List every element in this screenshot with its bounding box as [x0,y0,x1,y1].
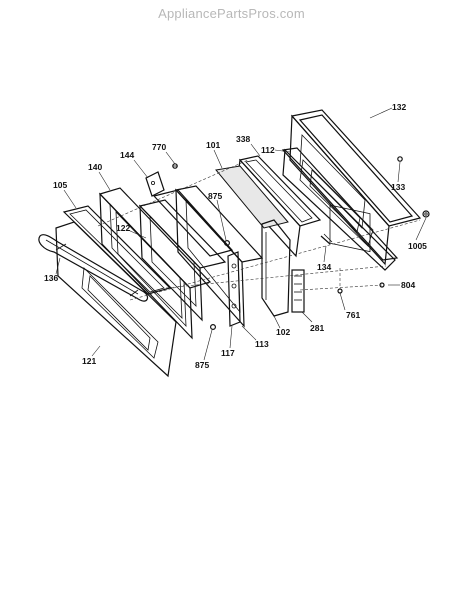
part-281-hinge [291,269,305,313]
callout-105: 105 [53,180,67,190]
part-121-outer-door-panel [55,221,177,378]
callout-875-bottom: 875 [195,360,209,370]
part-140-door-frame [98,187,212,340]
part-132-door-liner [289,109,422,266]
callout-338: 338 [236,134,250,144]
callout-144: 144 [120,150,134,160]
callout-770: 770 [152,142,166,152]
part-112-inner-door [281,147,399,271]
callout-132: 132 [392,102,406,112]
callout-122: 122 [116,223,130,233]
callout-113: 113 [255,339,269,349]
callout-112: 112 [261,145,275,155]
part-134-spring [320,233,333,245]
part-1005-fastener [422,210,430,218]
leader-lines [55,107,427,361]
watermark: AppliancePartsPros.com [158,6,305,21]
callout-133: 133 [391,182,405,192]
callout-102: 102 [276,327,290,337]
callout-134: 134 [317,262,331,272]
assembly-lines [97,159,421,301]
part-144-bracket [145,171,165,197]
part-133-clip [397,156,403,162]
part-761-screw [337,288,343,294]
callout-804: 804 [401,280,415,290]
part-875-screw-b [210,324,217,331]
callout-140: 140 [88,162,102,172]
part-117-hinge-channel [227,251,241,327]
part-136-door-handle [38,234,149,302]
callout-136: 136 [44,273,58,283]
callout-121: 121 [82,356,96,366]
callout-117: 117 [221,348,235,358]
part-770-screw [172,163,178,169]
callout-101: 101 [206,140,220,150]
part-122-window-glass [138,189,234,322]
part-875-screw-a [224,240,231,247]
part-102-side-trim [261,219,291,317]
callout-761: 761 [346,310,360,320]
callout-1005: 1005 [408,241,427,251]
callout-875-top: 875 [208,191,222,201]
callout-281: 281 [310,323,324,333]
